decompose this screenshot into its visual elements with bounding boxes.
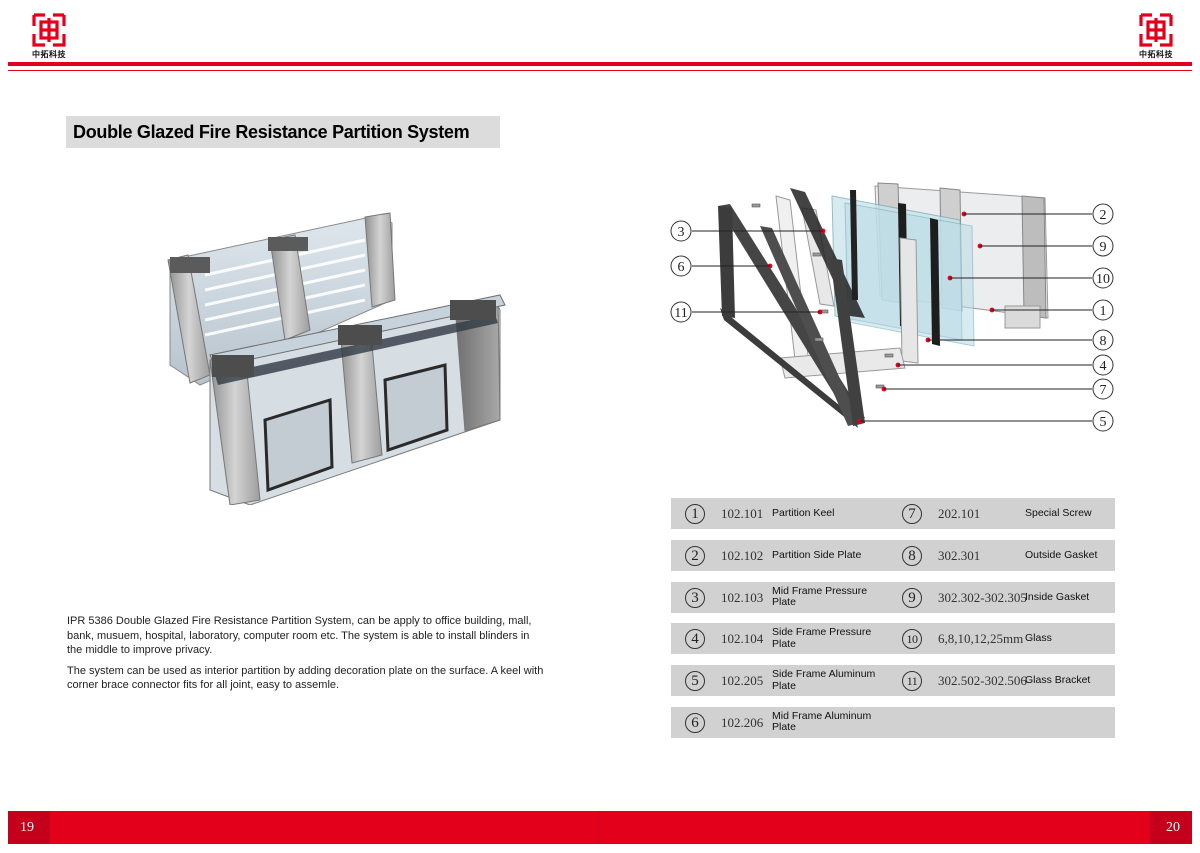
part-entry: 2 102.102 Partition Side Plate: [671, 540, 893, 571]
part-entry: 11 302.502-302.506 Glass Bracket: [888, 665, 1110, 696]
part-code: 6,8,10,12,25mm: [938, 631, 1024, 647]
callout-right-number: 1: [1100, 304, 1107, 319]
part-entry: 3 102.103 Mid Frame Pressure Plate: [671, 582, 893, 613]
part-name: Partition Side Plate: [772, 548, 862, 561]
part-name: Special Screw: [1025, 507, 1092, 519]
page-title: Double Glazed Fire Resistance Partition …: [73, 122, 470, 142]
parts-table-row: 4 102.104 Side Frame Pressure Plate 10 6…: [671, 623, 1115, 655]
part-entry: 8 302.301 Outside Gasket: [888, 540, 1110, 571]
description-paragraph: IPR 5386 Double Glazed Fire Resistance P…: [67, 615, 532, 656]
part-number: 10: [902, 629, 922, 650]
part-entry: 9 302.302-302.305 Inside Gasket: [888, 582, 1110, 613]
callout-right-number: 5: [1100, 415, 1107, 430]
callout-right-number: 9: [1100, 240, 1107, 255]
footer-divider: [599, 811, 600, 844]
part-number: 5: [685, 671, 705, 692]
section-title-box: Double Glazed Fire Resistance Partition …: [66, 116, 500, 148]
part-entry: 1 102.101 Partition Keel: [671, 498, 893, 529]
callout-left-number: 11: [674, 306, 687, 321]
parts-table: 1 102.101 Partition Keel 7 202.101 Speci…: [671, 498, 1115, 749]
part-name: Glass: [1025, 632, 1052, 645]
callout-left-number: 6: [678, 260, 685, 275]
page-number-right: 20: [1150, 811, 1192, 844]
parts-table-row: 2 102.102 Partition Side Plate 8 302.301…: [671, 539, 1115, 571]
part-name: Outside Gasket: [1025, 548, 1098, 561]
part-name: Partition Keel: [772, 507, 835, 519]
part-code: 202.101: [938, 506, 981, 521]
part-entry: 6 102.206 Mid Frame Aluminum Plate: [671, 707, 893, 738]
footer-bar: 19 20: [8, 811, 1192, 844]
part-code: 302.502-302.506: [938, 673, 1027, 689]
part-code: 102.103: [721, 589, 764, 605]
part-name: Glass Bracket: [1025, 674, 1091, 687]
part-number: 11: [902, 671, 922, 692]
brand-logo-mark: [32, 13, 66, 47]
part-entry: 4 102.104 Side Frame Pressure Plate: [671, 623, 893, 654]
part-number: 9: [902, 587, 922, 608]
part-entry: 10 6,8,10,12,25mm Glass: [888, 623, 1110, 654]
brand-logo-right: 中拓科技: [1138, 12, 1174, 60]
callout-right-number: 8: [1100, 334, 1107, 349]
part-code: 102.104: [721, 631, 764, 647]
part-code: 102.206: [721, 714, 764, 730]
callout-right-number: 2: [1100, 208, 1107, 223]
brand-name: 中拓科技: [32, 50, 66, 59]
header-rule-thick: [8, 62, 1192, 66]
part-code: 102.205: [721, 673, 764, 689]
brand-logo-left: 中拓科技: [31, 12, 67, 60]
part-name: Mid Frame Aluminum Plate: [772, 709, 872, 734]
part-number: 8: [902, 545, 922, 566]
part-code: 302.302-302.305: [938, 589, 1027, 605]
part-number: 3: [685, 587, 705, 608]
part-number: 7: [902, 504, 922, 524]
part-number: 1: [685, 504, 705, 524]
part-name: Side Frame Aluminum Plate: [772, 668, 876, 692]
parts-table-row: 1 102.101 Partition Keel 7 202.101 Speci…: [671, 498, 1115, 529]
part-entry: 5 102.205 Side Frame Aluminum Plate: [671, 665, 893, 696]
part-code: 102.102: [721, 547, 764, 563]
brand-name: 中拓科技: [1139, 50, 1173, 59]
callout-right-number: 4: [1100, 359, 1107, 374]
part-code: 302.301: [938, 547, 981, 563]
partition-profile-illustration: [160, 205, 510, 506]
part-name: Inside Gasket: [1025, 590, 1090, 603]
system-description: IPR 5386 Double Glazed Fire Resistance P…: [67, 614, 547, 699]
parts-table-row: 6 102.206 Mid Frame Aluminum Plate: [671, 706, 1115, 738]
part-entry: 7 202.101 Special Screw: [888, 498, 1110, 529]
part-number: 2: [685, 545, 705, 566]
header-rule-thin: [8, 70, 1192, 71]
callout-right-number: 10: [1096, 272, 1110, 287]
parts-table-row: 3 102.103 Mid Frame Pressure Plate 9 302…: [671, 581, 1115, 613]
part-name: Mid Frame Pressure Plate: [772, 584, 868, 609]
callout-left-number: 3: [678, 225, 685, 240]
part-number: 4: [685, 629, 705, 650]
part-name: Side Frame Pressure Plate: [772, 626, 872, 650]
brand-logo-mark: [1139, 13, 1173, 47]
description-paragraph: The system can be used as interior parti…: [67, 664, 544, 692]
parts-table-row: 5 102.205 Side Frame Aluminum Plate 11 3…: [671, 665, 1115, 697]
part-number: 6: [685, 712, 705, 733]
callout-right-number: 7: [1100, 383, 1107, 398]
exploded-view-illustration: 3 6 11 2 9 10 1 8 4 7 5: [660, 178, 1120, 440]
page-number-left: 19: [8, 811, 50, 844]
part-code: 102.101: [721, 506, 764, 521]
